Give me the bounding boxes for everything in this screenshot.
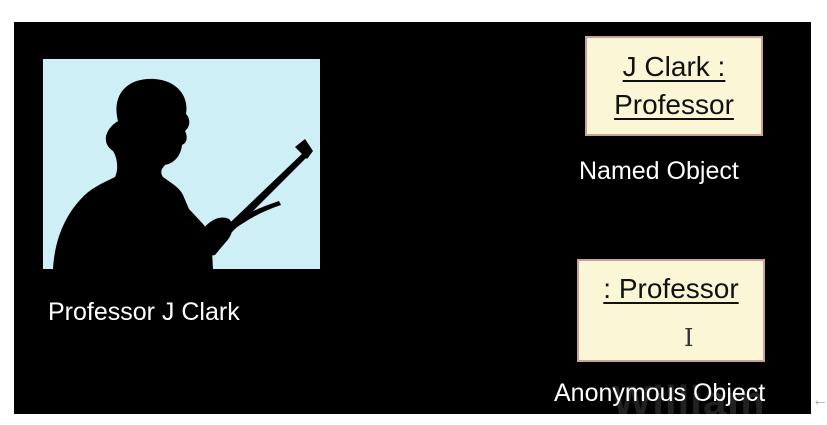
professor-caption: Professor J Clark xyxy=(48,298,240,326)
watermark: William xyxy=(612,377,766,424)
text-cursor-icon: I xyxy=(684,324,694,352)
anonymous-object-box: : Professor xyxy=(577,259,765,362)
arrow-left-icon: ← xyxy=(812,392,827,409)
named-object-caption: Named Object xyxy=(579,157,739,185)
named-object-line1: J Clark : xyxy=(622,51,726,82)
anonymous-object-label: : Professor xyxy=(603,273,739,304)
anonymous-object-caption: Anonymous Object xyxy=(554,379,766,407)
named-object-box: J Clark : Professor xyxy=(585,36,763,136)
professor-silhouette-image xyxy=(43,59,320,269)
slide: Professor J Clark J Clark : Professor Na… xyxy=(14,22,811,424)
woman-silhouette-icon xyxy=(53,78,313,269)
named-object-line2: Professor xyxy=(614,89,734,120)
